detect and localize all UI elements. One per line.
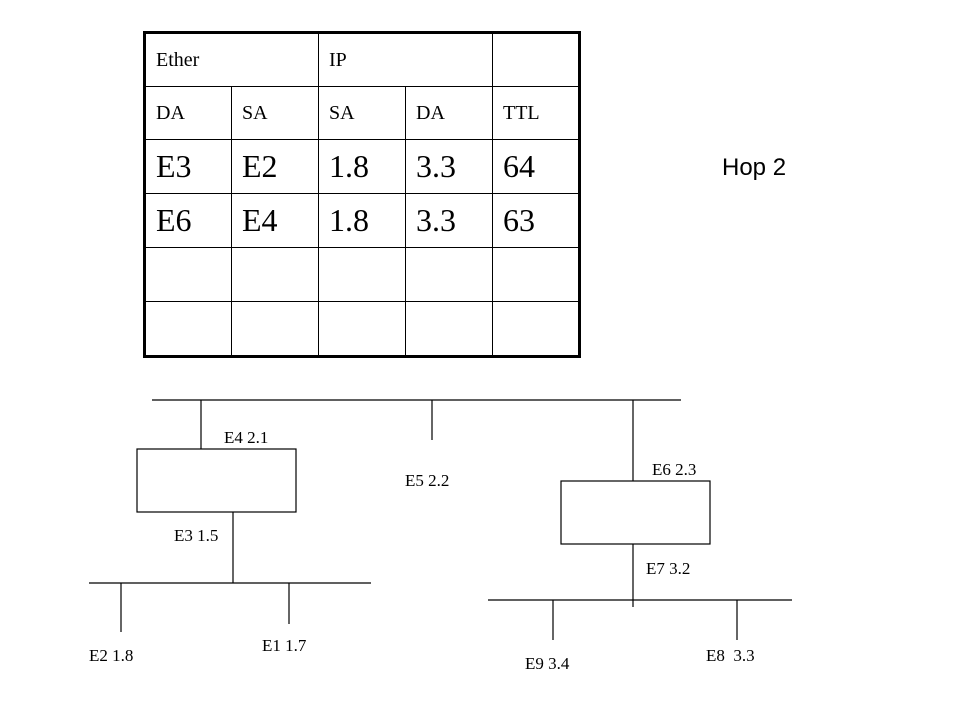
table-cell: 1.8 <box>318 193 406 248</box>
e8-label: E8 3.3 <box>706 646 755 665</box>
table-cell <box>492 301 580 357</box>
packet-header-table: Ether IP DA SA SA DA TTL E3 E2 1.8 3.3 6… <box>143 31 581 358</box>
right-router <box>560 480 711 545</box>
ether-group-label: Ether <box>144 32 232 87</box>
table-row <box>144 301 580 357</box>
ip-group-label: IP <box>318 32 406 87</box>
e5-label: E5 2.2 <box>405 471 450 490</box>
hop-title: Hop 2 <box>722 154 787 181</box>
e2-label: E2 1.8 <box>89 646 134 665</box>
group-spacer-cell <box>231 32 319 87</box>
table-cell <box>318 301 406 357</box>
field-ttl: TTL <box>492 86 580 140</box>
field-ether-da: DA <box>144 86 232 140</box>
table-cell <box>144 301 232 357</box>
left-router <box>136 448 297 513</box>
e9-label: E9 3.4 <box>525 654 570 673</box>
e1-label: E1 1.7 <box>262 636 307 655</box>
table-cell <box>492 247 580 302</box>
table-cell: E2 <box>231 139 319 194</box>
table-cell: E3 <box>144 139 232 194</box>
e7-label: E7 3.2 <box>646 559 691 578</box>
table-cell <box>231 301 319 357</box>
table-cell: 3.3 <box>405 139 493 194</box>
field-ether-sa: SA <box>231 86 319 140</box>
field-ip-da: DA <box>405 86 493 140</box>
table-cell: 64 <box>492 139 580 194</box>
table-row: E6 E4 1.8 3.3 63 <box>144 193 580 248</box>
table-cell <box>231 247 319 302</box>
e4-label: E4 2.1 <box>224 428 269 447</box>
e3-label: E3 1.5 <box>174 526 219 545</box>
table-row: E3 E2 1.8 3.3 64 <box>144 139 580 194</box>
e6-label: E6 2.3 <box>652 460 697 479</box>
table-cell: 63 <box>492 193 580 248</box>
table-cell: E4 <box>231 193 319 248</box>
table-cell: E6 <box>144 193 232 248</box>
header-group-row: Ether IP <box>144 32 580 87</box>
table-cell <box>405 301 493 357</box>
table-cell: 3.3 <box>405 193 493 248</box>
